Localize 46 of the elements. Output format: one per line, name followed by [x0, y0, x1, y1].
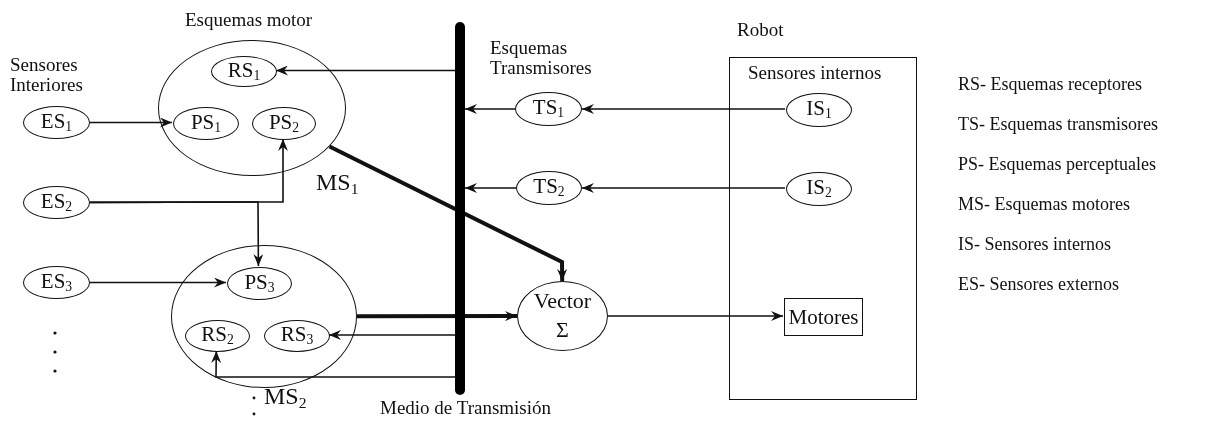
- arrow: [328, 144, 568, 281]
- node-label: Motores: [788, 306, 859, 328]
- legend-text: TS- Esquemas transmisores: [958, 115, 1158, 134]
- arrow: [581, 104, 786, 114]
- legend-text: ES- Sensores externos: [958, 275, 1119, 294]
- arrow: [89, 117, 173, 128]
- legend-text: PS- Esquemas perceptuales: [958, 155, 1156, 174]
- arrow: [89, 201, 264, 267]
- arrow: [464, 104, 516, 114]
- robot-box: [729, 57, 917, 400]
- node-label: TS$_{2}$: [533, 176, 565, 200]
- legend-text: IS- Sensores internos: [958, 235, 1111, 254]
- node-caption: MS$_{2}$: [264, 384, 307, 412]
- node-label: TS$_{1}$: [532, 97, 565, 121]
- node-label: IS$_{1}$: [806, 98, 832, 122]
- node-label: RS$_{1}$: [227, 59, 261, 84]
- node-label: ES$_{1}$: [40, 110, 73, 135]
- node-label: Medio de Transmisión: [380, 398, 552, 418]
- node-label: RS$_{3}$: [280, 324, 314, 348]
- motor-schema-ellipse: [171, 245, 357, 388]
- legend-text: RS- Esquemas receptores: [958, 75, 1142, 94]
- node-caption: MS$_{1}$: [316, 170, 359, 198]
- node-label: Sensores internos: [748, 63, 882, 83]
- node-label: PS$_{2}$: [268, 111, 300, 136]
- arrow: [89, 277, 227, 288]
- arrow: [607, 311, 784, 321]
- arrow: [464, 183, 517, 193]
- arrow: [275, 65, 456, 76]
- group-label: Sensores Interiores: [10, 55, 84, 95]
- node-label: Robot: [737, 20, 784, 40]
- node-label: IS$_{2}$: [806, 177, 832, 201]
- node-label: ES$_{3}$: [40, 270, 73, 295]
- transmission-bus-bar: [455, 22, 465, 395]
- legend-text: MS- Esquemas motores: [958, 195, 1130, 214]
- arrow: [328, 330, 456, 340]
- group-label: Esquemas Transmisores: [490, 38, 593, 78]
- motor-box: [784, 298, 863, 336]
- node-label: PS$_{3}$: [244, 271, 275, 296]
- node-label: ES$_{2}$: [40, 190, 73, 215]
- arrow: [211, 350, 456, 378]
- node-label: Esquemas motor: [185, 10, 313, 30]
- node-label: RS$_{2}$: [201, 324, 234, 348]
- node-label: Vector Σ: [532, 287, 593, 344]
- arrow: [357, 311, 517, 322]
- arrow: [581, 183, 786, 193]
- node-label: PS$_{1}$: [190, 111, 222, 136]
